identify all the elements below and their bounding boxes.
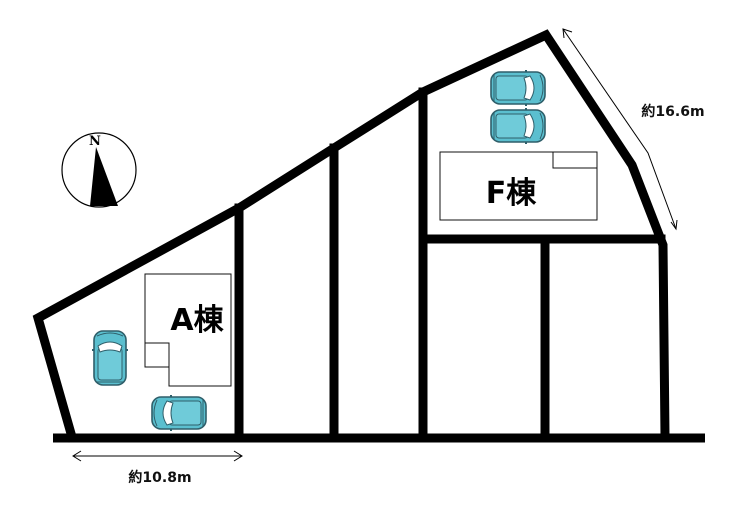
- dimension-right: [562, 28, 678, 231]
- car-icon: [151, 394, 207, 432]
- car-icon: [490, 107, 546, 145]
- dimension-bottom-label: 約10.8m: [128, 469, 191, 486]
- building-f: F棟: [439, 151, 598, 221]
- compass: N: [61, 132, 137, 208]
- building-a-label: A棟: [170, 303, 224, 338]
- car-icon: [490, 69, 546, 107]
- north-arrow-icon: [90, 147, 118, 206]
- car-icon: [91, 330, 129, 386]
- compass-north-label: N: [89, 134, 101, 149]
- dimension-bottom: [72, 450, 243, 462]
- dimension-right-label: 約16.6m: [641, 103, 704, 120]
- building-f-label: F棟: [486, 176, 537, 211]
- site-boundary: [32, 29, 705, 443]
- building-a: A棟: [144, 273, 232, 387]
